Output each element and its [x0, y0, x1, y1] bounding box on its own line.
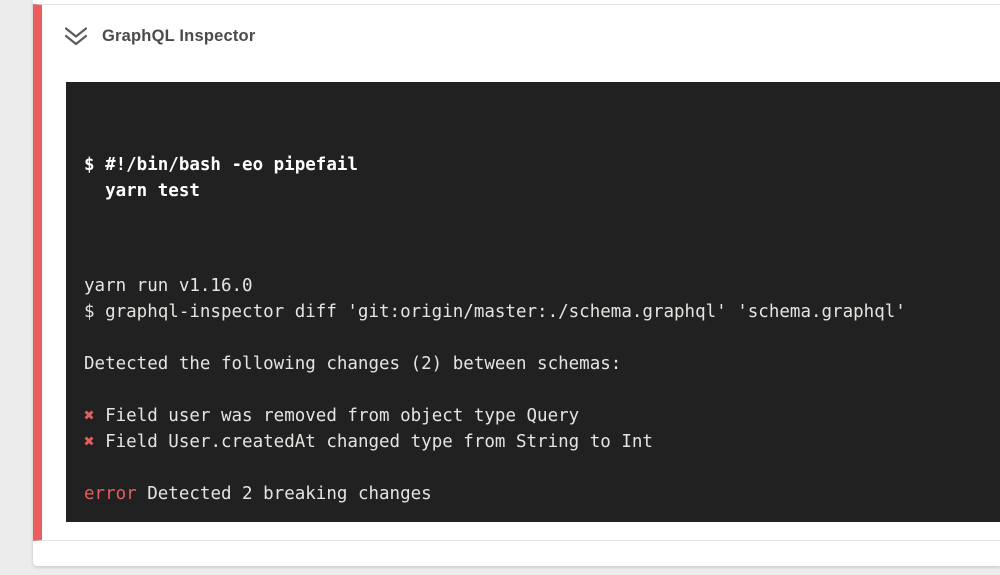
terminal-line: yarn run v1.16.0: [84, 276, 253, 296]
terminal-line: Detected the following changes (2) betwe…: [84, 354, 622, 374]
terminal-line: [84, 507, 982, 522]
step-header-toggle[interactable]: GraphQL Inspector: [42, 5, 1000, 48]
content-card: GraphQL Inspector $ #!/bin/bash -eo pipe…: [33, 0, 1000, 566]
terminal-line: ✖ Field User.createdAt changed type from…: [84, 432, 653, 452]
terminal-line: ✖ Field user was removed from object typ…: [84, 406, 580, 426]
terminal-line: $ graphql-inspector diff 'git:origin/mas…: [84, 302, 906, 322]
double-chevron-down-icon: [63, 25, 89, 48]
terminal-line: [84, 377, 982, 403]
terminal-output-lines: yarn run v1.16.0 $ graphql-inspector diff…: [84, 273, 982, 522]
terminal-command: $ #!/bin/bash -eo pipefail yarn test: [84, 155, 358, 201]
step-title: GraphQL Inspector: [102, 27, 256, 45]
terminal-output: $ #!/bin/bash -eo pipefail yarn test yar…: [66, 82, 1000, 522]
terminal-line: error Detected 2 breaking changes: [84, 484, 432, 504]
terminal-line: [84, 325, 982, 351]
failed-step-row: GraphQL Inspector $ #!/bin/bash -eo pipe…: [33, 4, 1000, 541]
terminal-line: [84, 455, 982, 481]
